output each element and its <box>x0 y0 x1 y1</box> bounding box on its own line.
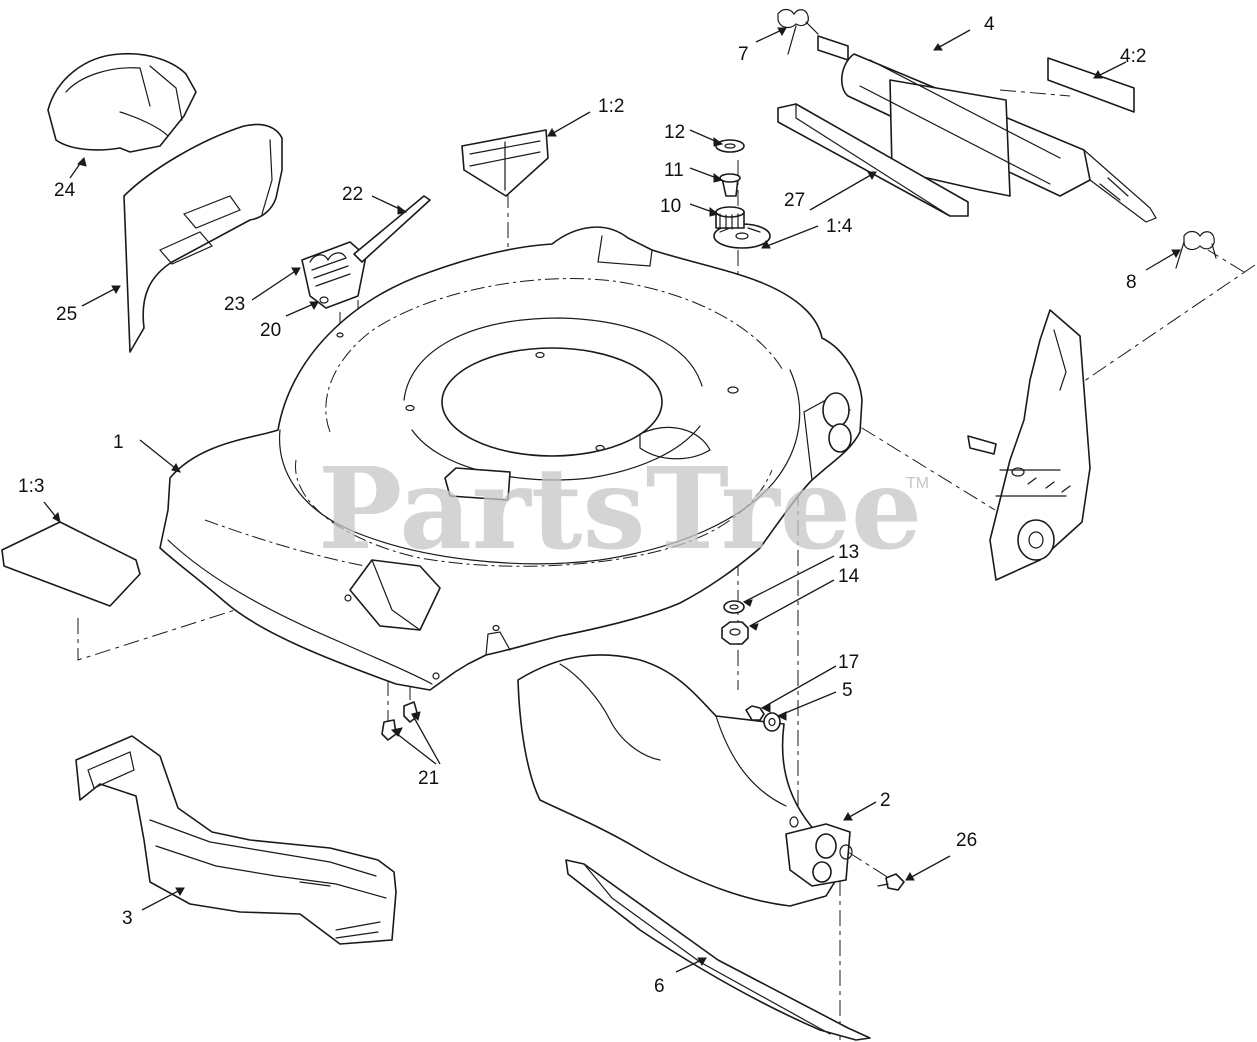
callout-13: 13 <box>838 542 859 563</box>
callout-20: 20 <box>260 320 281 341</box>
handle-bracket-24 <box>47 52 197 153</box>
knob-assembly <box>715 139 745 230</box>
rear-rod-assembly <box>817 35 1157 223</box>
callout-25: 25 <box>56 304 77 325</box>
leader-arrowheads <box>52 27 1181 967</box>
lower-cover-6 <box>565 859 871 1041</box>
spring-bracket-assembly <box>301 195 431 309</box>
foam-strip-27 <box>777 103 969 217</box>
callout-12: 12 <box>664 122 685 143</box>
callout-5: 5 <box>842 680 853 701</box>
callout-10: 10 <box>660 196 681 217</box>
discharge-chute-2 <box>517 654 853 907</box>
callout-6: 6 <box>654 976 665 997</box>
rear-baffle-3 <box>75 735 397 945</box>
callout-labels: 1 1:2 1:3 1:4 2 3 4 4:2 5 6 7 8 10 11 12… <box>18 14 1146 997</box>
callout-8: 8 <box>1126 272 1137 293</box>
callout-4: 4 <box>984 14 995 35</box>
callout-11: 11 <box>664 160 684 181</box>
callout-22: 22 <box>342 184 363 205</box>
decal-1-3 <box>1 521 141 607</box>
callout-21: 21 <box>418 768 439 789</box>
decal-4-2 <box>1047 57 1135 113</box>
watermark-trademark: TM <box>906 475 929 492</box>
callout-23: 23 <box>224 294 245 315</box>
callout-2: 2 <box>880 790 891 811</box>
callout-26: 26 <box>956 830 977 851</box>
callout-17: 17 <box>838 652 859 673</box>
spring-8 <box>1175 230 1217 269</box>
height-adjust-bracket <box>967 309 1091 581</box>
callout-3: 3 <box>122 908 133 929</box>
callout-24: 24 <box>54 180 76 201</box>
callout-14: 14 <box>838 566 860 587</box>
callout-4-2: 4:2 <box>1120 46 1146 67</box>
hardware <box>381 600 905 891</box>
callout-7: 7 <box>738 44 749 65</box>
decal-1-2 <box>461 129 549 197</box>
callout-1-2: 1:2 <box>598 96 624 117</box>
rear-flap-25 <box>123 123 283 353</box>
deck-housing <box>159 226 863 691</box>
callout-1-3: 1:3 <box>18 476 44 497</box>
callout-1-4: 1:4 <box>826 216 853 237</box>
watermark-text: PartsTree <box>318 444 922 575</box>
spring-7 <box>777 8 819 55</box>
callout-1: 1 <box>113 432 124 453</box>
callout-27: 27 <box>784 190 805 211</box>
